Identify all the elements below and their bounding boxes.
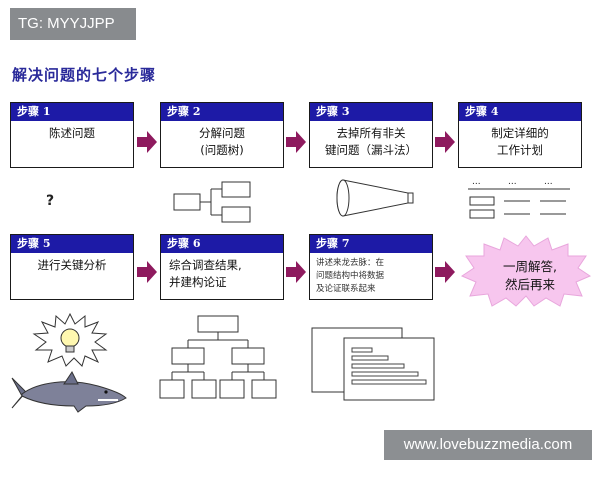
burst-text: 一周解答, 然后再来 [480,258,580,294]
step-1-header: 步骤 1 [11,103,133,121]
solution-burst-icon [460,235,592,307]
work-plan-dots: ... [544,177,553,187]
step-4-header: 步骤 4 [459,103,581,121]
org-chart-icon [159,315,277,399]
step-3-box: 步骤 3 去掉所有非关 键问题（漏斗法） [309,102,433,168]
watermark-tag: TG: MYYJJPP [10,8,136,40]
arrow-right-icon [435,261,455,283]
step-6-text: 综合调查结果, 并建构论证 [161,253,283,295]
step-4-box: 步骤 4 制定详细的 工作计划 [458,102,582,168]
work-plan-icon: ... ... ... [468,177,570,219]
step-7-line2: 问题结构中将数据 [316,271,385,281]
shark-icon [11,371,127,413]
step-1-text: 陈述问题 [11,121,133,146]
step-5-text: 进行关键分析 [11,253,133,278]
step-6-line2: 并建构论证 [169,275,227,289]
step-5-line1: 进行关键分析 [37,258,107,272]
step-5-header: 步骤 5 [11,235,133,253]
step-4-line2: 工作计划 [497,143,543,157]
step-3-header: 步骤 3 [310,103,432,121]
step-7-header: 步骤 7 [310,235,432,253]
page-title: 解决问题的七个步骤 [12,66,157,84]
arrow-right-icon [286,261,306,283]
step-3-line1: 去掉所有非关 [336,126,406,140]
step-2-box: 步骤 2 分解问题 (问题树) [160,102,284,168]
step-6-box: 步骤 6 综合调查结果, 并建构论证 [160,234,284,300]
work-plan-dots: ... [472,177,481,187]
burst-line2: 然后再来 [504,277,555,292]
step-1-line1: 陈述问题 [49,126,95,140]
step-2-text: 分解问题 (问题树) [161,121,283,163]
step-4-line1: 制定详细的 [491,126,549,140]
step-6-header: 步骤 6 [161,235,283,253]
step-3-line2: 键问题（漏斗法） [325,143,417,157]
arrow-right-icon [286,131,306,153]
question-mark: ? [46,193,55,209]
step-7-line3: 及论证联系起来 [316,284,376,294]
arrow-right-icon [137,261,157,283]
step-3-text: 去掉所有非关 键问题（漏斗法） [310,121,432,163]
funnel-icon [336,179,414,217]
step-7-text: 讲述来龙去脉：在 问题结构中将数据 及论证联系起来 [310,253,432,300]
step-1-box: 步骤 1 陈述问题 [10,102,134,168]
step-5-box: 步骤 5 进行关键分析 [10,234,134,300]
report-pages-icon [311,327,435,401]
arrow-right-icon [435,131,455,153]
arrow-right-icon [137,131,157,153]
light-bulb-icon [32,312,108,367]
step-2-line1: 分解问题 [199,126,245,140]
step-2-header: 步骤 2 [161,103,283,121]
step-4-text: 制定详细的 工作计划 [459,121,581,163]
issue-tree-icon [173,181,251,223]
watermark-url: www.lovebuzzmedia.com [384,430,592,460]
burst-line1: 一周解答, [503,259,557,274]
step-2-line2: (问题树) [200,143,244,157]
step-7-box: 步骤 7 讲述来龙去脉：在 问题结构中将数据 及论证联系起来 [309,234,433,300]
step-6-line1: 综合调查结果, [169,258,242,272]
step-7-line1: 讲述来龙去脉：在 [316,258,385,268]
work-plan-dots: ... [508,177,517,187]
